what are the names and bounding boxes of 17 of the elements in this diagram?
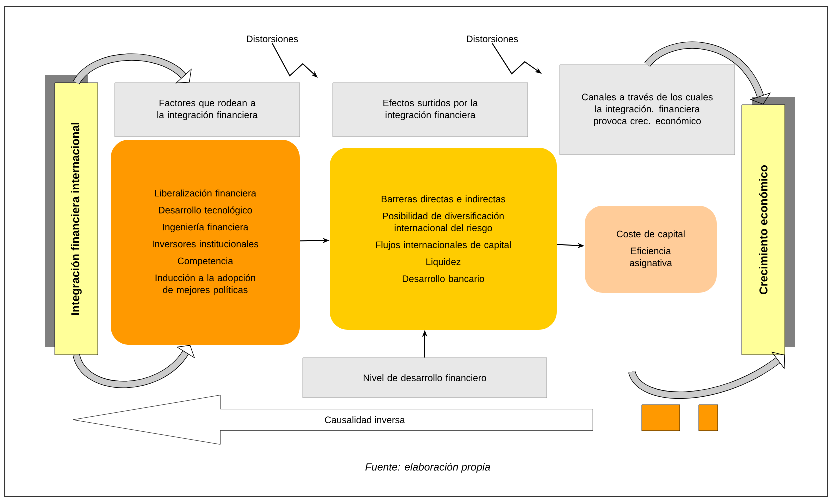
curved-arrow [74, 54, 192, 85]
curved-arrow [644, 42, 772, 105]
rounded-box: Coste de capital Eficiencia asignativa [585, 206, 717, 293]
annotation-text: Distorsiones [247, 36, 298, 42]
caption: Fuente: elaboración propia [366, 463, 490, 473]
square-block [698, 404, 718, 432]
rounded-box: Barreras directas e indirectas Posibilidad de diversificación internacional del riesgo Flujos internacionales de capital Liquidez Desarrollo bancario [330, 148, 557, 330]
vertical-bar: Integración financiera internacional [45, 75, 98, 356]
heading-box: Canales a través de los cuales la integración. financiera provoca crec. económico [560, 64, 736, 156]
heading-box: Nivel de desarrollo financiero [302, 358, 548, 398]
heading-box: Factores que rodean a la integración financiera [114, 82, 300, 138]
rounded-box: Liberalización financiera Desarrollo tecnológico Ingeniería financiera Inversores institucionales Competencia Inducción a la adopción de mejores políticas [111, 140, 300, 345]
heading-box: Efectos surtidos por la integración financiera [332, 82, 528, 138]
annotation-text: Distorsiones [467, 36, 518, 42]
square-block [642, 404, 680, 432]
vertical-bar: Crecimiento económico [742, 97, 795, 356]
curved-arrow [628, 352, 786, 399]
